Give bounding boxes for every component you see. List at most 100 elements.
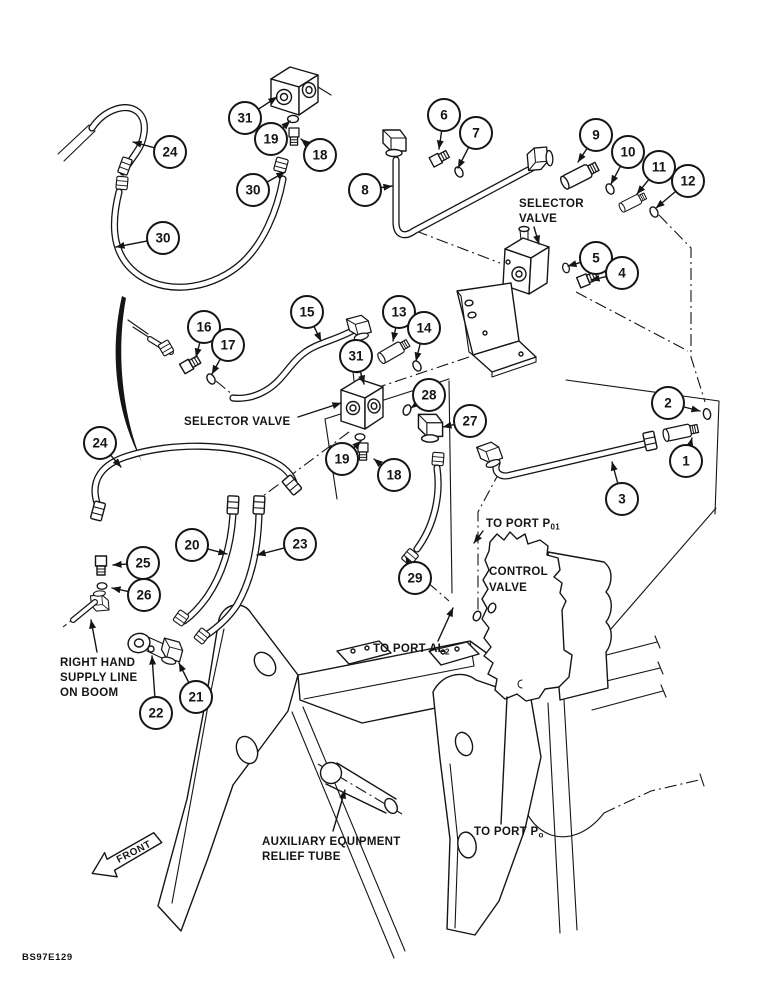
- callout-number: 8: [361, 183, 369, 198]
- label-text: VALVE: [489, 582, 527, 594]
- callout-26: 26: [111, 578, 161, 612]
- hose-24-top-assembly: [92, 108, 144, 191]
- callout-balloon: [236, 173, 270, 207]
- callout-22: 22: [139, 655, 173, 730]
- label-text: SELECTOR: [519, 198, 584, 210]
- callout-balloon: [211, 328, 245, 362]
- callout-balloon: [671, 164, 705, 198]
- callout-3: 3: [605, 461, 639, 516]
- callout-10: 10: [610, 135, 645, 185]
- callout-7: 7: [457, 116, 493, 169]
- callout-number: 27: [462, 414, 477, 429]
- callout-balloon: [642, 150, 676, 184]
- callout-20: 20: [175, 528, 228, 562]
- label-text: SELECTOR VALVE: [184, 416, 290, 428]
- label-auxiliary-equipment-relief-tube: AUXILIARY EQUIPMENT RELIEF TUBE: [262, 789, 401, 863]
- label-text: SUPPLY LINE: [60, 672, 137, 684]
- label-selector-valve-top: SELECTOR VALVE: [519, 198, 584, 245]
- callout-number: 21: [188, 690, 204, 705]
- label-text: RELIEF TUBE: [262, 851, 341, 863]
- label-text: TO PORT AL2: [373, 643, 450, 657]
- callout-balloon: [228, 101, 262, 135]
- callout-24: 24: [132, 135, 187, 169]
- callout-balloon: [579, 118, 613, 152]
- callout-number: 17: [220, 338, 235, 353]
- callout-number: 6: [440, 108, 448, 123]
- callout-number: 9: [592, 128, 600, 143]
- label-text: RIGHT HAND: [60, 657, 135, 669]
- label-text: ON BOOM: [60, 687, 118, 699]
- callout-17: 17: [211, 328, 245, 375]
- callout-number: 28: [421, 388, 437, 403]
- label-to-port-po: TO PORT Po: [474, 696, 544, 840]
- callout-1: 1: [669, 437, 703, 478]
- callout-balloon: [290, 295, 324, 329]
- callout-2: 2: [651, 386, 701, 420]
- label-to-port-al2: TO PORT AL2: [373, 607, 454, 657]
- callout-balloon: [187, 310, 221, 344]
- callout-30: 30: [115, 221, 180, 255]
- front-direction-arrow: FRONT: [91, 832, 163, 878]
- callout-number: 15: [299, 305, 315, 320]
- clevis-link: [127, 632, 167, 660]
- callout-balloon: [83, 426, 117, 460]
- callout-19: 19: [254, 120, 291, 156]
- callout-number: 31: [237, 111, 253, 126]
- callout-balloon: [377, 458, 411, 492]
- callout-balloon: [254, 122, 288, 156]
- callout-number: 2: [664, 396, 672, 411]
- callout-31: 31: [228, 96, 278, 135]
- callout-31: 31: [339, 339, 373, 385]
- callout-number: 20: [184, 538, 199, 553]
- callout-number: 7: [472, 126, 480, 141]
- boom-structure: [157, 604, 578, 959]
- callout-number: 1: [682, 454, 690, 469]
- callout-27: 27: [442, 404, 487, 438]
- control-valve-body: [472, 531, 612, 702]
- plate-hole: [457, 831, 477, 859]
- plate-hole: [454, 731, 474, 757]
- callout-number: 30: [155, 231, 170, 246]
- hose-24-tail-lines: [57, 124, 96, 162]
- callout-4: 4: [590, 256, 639, 290]
- callout-balloon: [146, 221, 180, 255]
- callout-balloon: [669, 444, 703, 478]
- callout-balloon: [459, 116, 493, 150]
- label-to-port-po1: TO PORT P01: [473, 518, 560, 544]
- callout-number: 19: [263, 132, 278, 147]
- label-text: VALVE: [519, 213, 557, 225]
- callout-8: 8: [348, 173, 393, 207]
- callout-number: 24: [92, 436, 108, 451]
- callout-11: 11: [636, 150, 676, 195]
- callout-number: 31: [348, 349, 364, 364]
- callout-number: 24: [162, 145, 178, 160]
- callout-25: 25: [112, 546, 160, 580]
- callout-balloon: [175, 528, 209, 562]
- callout-balloon: [139, 696, 173, 730]
- callout-number: 22: [148, 706, 163, 721]
- callout-9: 9: [577, 118, 613, 163]
- callout-18: 18: [300, 138, 337, 172]
- callout-number: 18: [312, 148, 328, 163]
- auxiliary-relief-tube: [317, 761, 403, 815]
- callout-balloon: [348, 173, 382, 207]
- callout-12: 12: [655, 164, 705, 209]
- plate-hole: [235, 735, 259, 765]
- label-text: TO PORT Po: [474, 826, 544, 840]
- callout-6: 6: [427, 98, 461, 150]
- callout-30: 30: [236, 171, 286, 207]
- callout-balloon: [605, 256, 639, 290]
- callout-number: 25: [135, 556, 151, 571]
- label-text: AUXILIARY EQUIPMENT: [262, 836, 401, 848]
- callout-29: 29: [398, 556, 432, 595]
- callout-balloon: [127, 578, 161, 612]
- callout-number: 23: [292, 537, 308, 552]
- callout-balloon: [605, 482, 639, 516]
- figure-code: BS97E129: [22, 952, 73, 963]
- front-arrow-label: FRONT: [115, 839, 153, 866]
- callout-number: 18: [386, 468, 402, 483]
- callout-number: 29: [407, 571, 422, 586]
